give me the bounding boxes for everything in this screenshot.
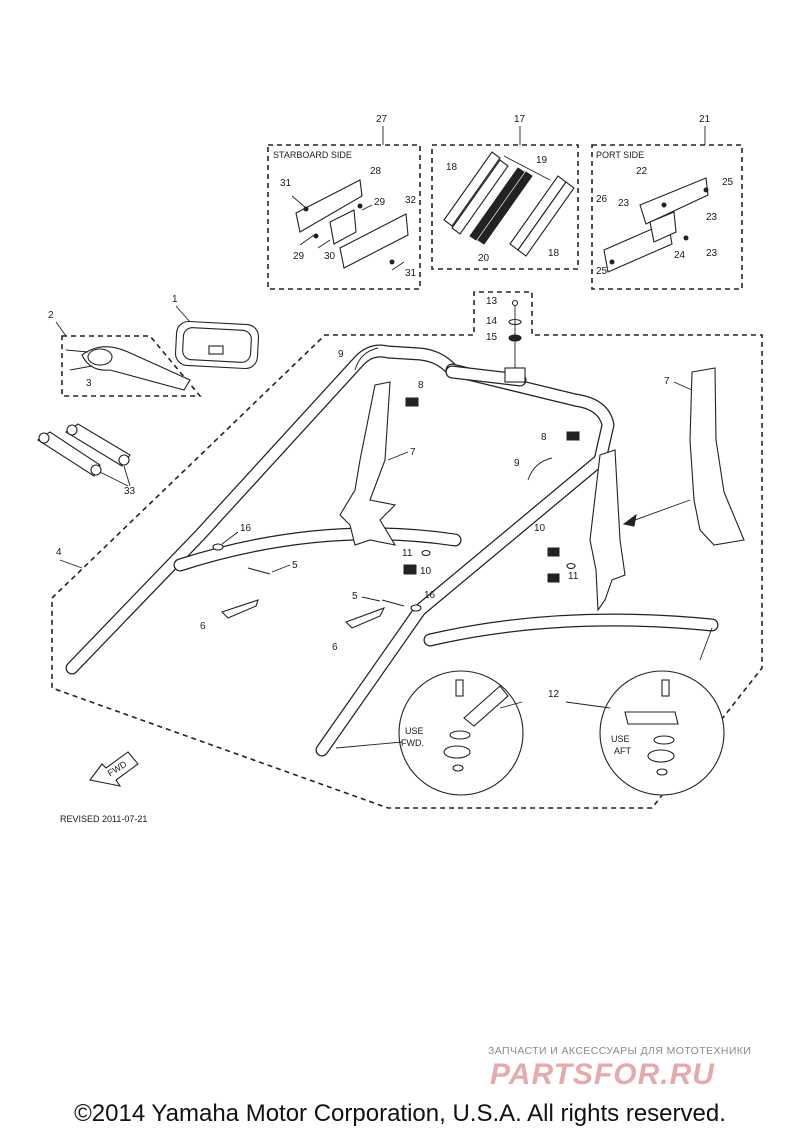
hardware-callouts: 9 9 8 8 7 7 16 16 5 5 6 6 10 11 <box>200 347 693 653</box>
callout-23: 23 <box>706 248 718 259</box>
callout-26: 26 <box>596 194 608 205</box>
callout-27: 27 <box>376 114 388 125</box>
callout-18: 18 <box>446 162 458 173</box>
starboard-side-group: 27 STARBOARD SIDE 31 28 29 29 30 32 31 <box>267 114 421 290</box>
callout-28: 28 <box>370 166 382 177</box>
watermark-tagline: ЗАПЧАСТИ И АКСЕССУАРЫ ДЛЯ МОТОТЕХНИКИ <box>488 1045 752 1057</box>
callout-11: 11 <box>402 548 413 559</box>
callout-11: 11 <box>568 571 579 582</box>
copyright-notice: ©2014 Yamaha Motor Corporation, U.S.A. A… <box>74 1100 726 1127</box>
callout-29: 29 <box>293 251 305 262</box>
starboard-side-title: STARBOARD SIDE <box>273 150 352 160</box>
callout-6: 6 <box>200 621 206 632</box>
revised-date: REVISED 2011-07-21 <box>60 814 147 824</box>
callout-31: 31 <box>405 268 417 279</box>
wakeboard-pad-group: 17 18 19 20 18 <box>431 114 579 270</box>
callout-8: 8 <box>541 432 547 443</box>
callout-9: 9 <box>338 349 344 360</box>
fwd-arrow: FWD <box>89 751 139 787</box>
callout-10: 10 <box>534 523 546 534</box>
callout-30: 30 <box>324 251 336 262</box>
watermark-logo: PARTSFOR.RU <box>490 1058 715 1091</box>
callout-25: 25 <box>596 266 608 277</box>
mirror-part: 1 <box>172 294 260 370</box>
port-side-group: 21 PORT SIDE 22 25 26 23 23 23 24 25 <box>591 114 743 290</box>
tower-side-plates <box>339 367 745 612</box>
callout-22: 22 <box>636 166 648 177</box>
callout-7: 7 <box>664 376 670 387</box>
callout-13: 13 <box>486 296 498 307</box>
top-fastener-stack: 13 14 15 <box>486 296 522 372</box>
callout-9: 9 <box>514 458 520 469</box>
callout-1: 1 <box>172 294 178 305</box>
callout-23: 23 <box>618 198 630 209</box>
callout-16: 16 <box>240 523 252 534</box>
callout-19: 19 <box>536 155 548 166</box>
callout-21: 21 <box>699 114 711 125</box>
callout-5: 5 <box>292 560 298 571</box>
callout-25: 25 <box>722 177 734 188</box>
callout-18: 18 <box>548 248 560 259</box>
callout-7: 7 <box>410 447 416 458</box>
callout-24: 24 <box>674 250 686 261</box>
mount-detail-circles: 12 USE FWD. USE AFT <box>335 627 725 796</box>
callout-5: 5 <box>352 591 358 602</box>
callout-3: 3 <box>86 378 92 389</box>
callout-8: 8 <box>418 380 424 391</box>
use-aft-note-line2: AFT <box>614 746 632 756</box>
callout-2: 2 <box>48 310 54 321</box>
mirror-bracket-group: 2 3 <box>48 310 202 397</box>
watermark-brand: PARTSFOR.RU <box>490 1058 715 1091</box>
tower-assembly-outline: 4 <box>51 291 763 809</box>
callout-29: 29 <box>374 197 386 208</box>
use-aft-note-line1: USE <box>611 734 630 744</box>
use-fwd-note-line2: FWD. <box>401 738 424 748</box>
callout-14: 14 <box>486 316 498 327</box>
callout-32: 32 <box>405 195 417 206</box>
callout-23: 23 <box>706 212 718 223</box>
bracket-33-parts: 33 <box>36 423 136 497</box>
callout-15: 15 <box>486 332 498 343</box>
callout-12: 12 <box>548 689 560 700</box>
callout-10: 10 <box>420 566 432 577</box>
callout-31: 31 <box>280 178 292 189</box>
callout-16: 16 <box>424 590 436 601</box>
port-side-title: PORT SIDE <box>596 150 644 160</box>
callout-20: 20 <box>478 253 490 264</box>
callout-33: 33 <box>124 486 136 497</box>
callout-4: 4 <box>56 547 62 558</box>
wake-tower-frame <box>65 344 719 757</box>
callout-6: 6 <box>332 642 338 653</box>
callout-17: 17 <box>514 114 526 125</box>
use-fwd-note-line1: USE <box>405 726 424 736</box>
